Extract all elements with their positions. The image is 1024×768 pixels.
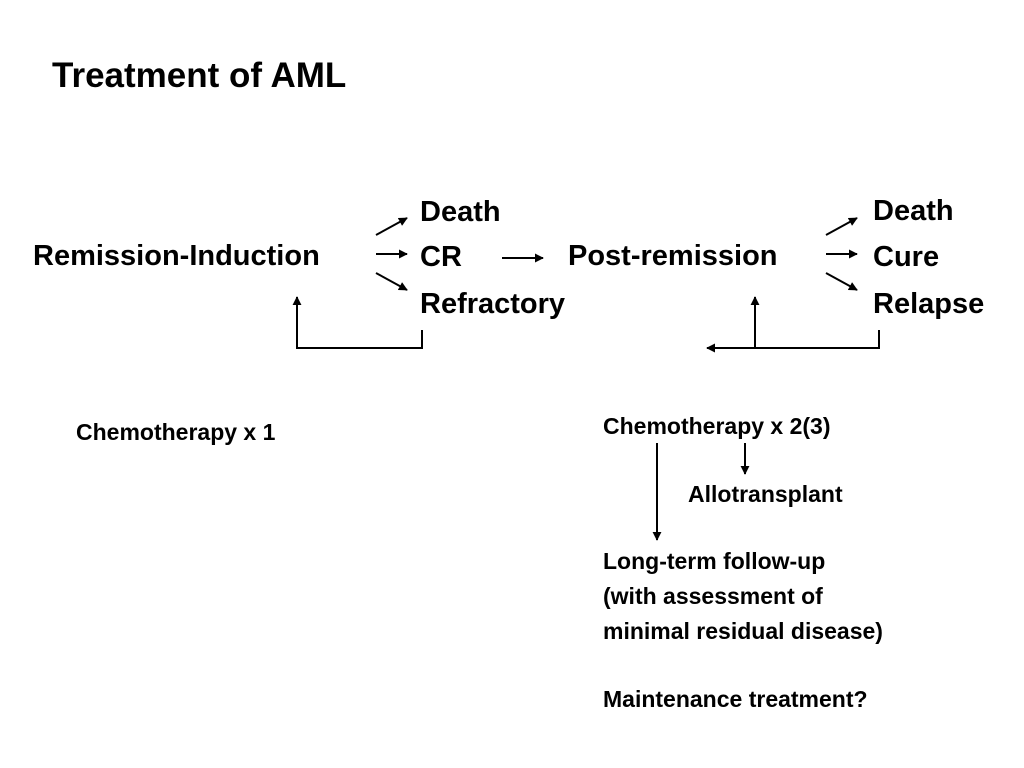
- arrow-to-death-2: [825, 217, 858, 236]
- postremission-outcome-relapse: Relapse: [873, 288, 985, 320]
- postremission-outcome-cure: Cure: [873, 241, 940, 273]
- post-remission-label: Post-remission: [568, 240, 778, 272]
- remission-induction-label: Remission-Induction: [33, 240, 320, 272]
- followup-line-3: minimal residual disease): [603, 618, 883, 644]
- allotransplant-note: Allotransplant: [688, 481, 843, 507]
- postremission-outcome-death: Death: [873, 195, 954, 227]
- arrow-to-relapse: [825, 272, 858, 291]
- refractory-loop: [292, 296, 423, 349]
- arrow-to-death-1: [375, 217, 408, 236]
- induction-chemotherapy-note: Chemotherapy x 1: [76, 419, 276, 445]
- followup-note: Long-term follow-up (with assessment of …: [603, 550, 963, 646]
- induction-outcome-refractory: Refractory: [420, 288, 566, 320]
- arrow-to-refractory: [375, 272, 408, 291]
- followup-line-1: Long-term follow-up: [603, 548, 826, 574]
- maintenance-note: Maintenance treatment?: [603, 686, 868, 712]
- followup-line-2: (with assessment of: [603, 583, 823, 609]
- relapse-loop: [706, 330, 880, 353]
- induction-outcome-death: Death: [420, 196, 501, 228]
- slide-title: Treatment of AML: [52, 56, 347, 95]
- postremission-chemotherapy-note: Chemotherapy x 2(3): [603, 413, 831, 439]
- induction-outcome-cr: CR: [420, 241, 462, 273]
